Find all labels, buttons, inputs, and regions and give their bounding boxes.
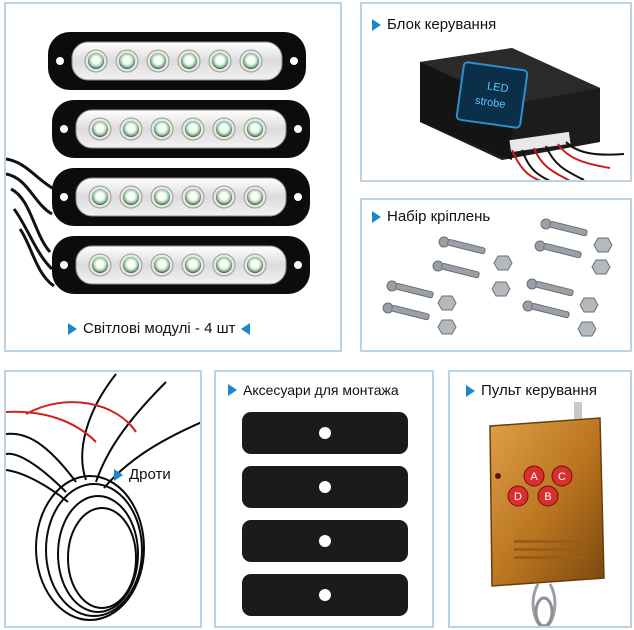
wires-illustration [6,373,200,621]
led-icon [119,253,143,277]
mounting-pad [242,466,408,508]
indicator-led [495,473,501,479]
remote-button-label: C [558,471,566,483]
wires-title: Дроти [129,466,171,483]
remote-button-c[interactable]: C [551,465,573,487]
led-icon [88,117,112,141]
led-icon [150,185,174,209]
remote-title: Пульт керування [481,382,597,399]
mounting-pad [242,520,408,562]
mounting-hole [319,589,331,601]
accessories-caption-row: Аксесуари для монтажа [228,382,399,398]
led-icon [208,49,232,73]
arrow-right-icon [228,384,237,396]
control-unit-title: Блок керування [387,16,497,33]
lights-panel: Світлові модулі - 4 шт [4,2,342,352]
mounting-hole [319,481,331,493]
led-icon [88,253,112,277]
remote-button-label: A [530,471,538,483]
box-label-line2: strobe [474,95,506,111]
light-module [52,168,310,226]
control-unit-caption-row: Блок керування [372,16,496,33]
accessories-panel: Аксесуари для монтажа [214,370,434,628]
remote-button-b[interactable]: B [537,485,559,507]
led-icon [212,117,236,141]
led-icon [212,185,236,209]
lights-caption-row: Світлові модулі - 4 шт [68,320,251,337]
arrow-right-icon [372,18,381,31]
led-icon [119,117,143,141]
led-icon [181,253,205,277]
remote-button-d[interactable]: D [507,485,529,507]
led-icon [150,253,174,277]
arrow-left-icon [241,322,251,335]
led-icon [243,117,267,141]
remote-button-label: D [514,491,522,503]
wires-caption-row: Дроти [114,466,171,483]
led-icon [177,49,201,73]
box-label-line1: LED [486,80,509,95]
led-icon [146,49,170,73]
remote-illustration: A C D B [489,402,605,626]
mounting-pad [242,574,408,616]
mounting-hole [319,535,331,547]
accessories-title: Аксесуари для монтажа [243,382,399,398]
mounting-pad [242,412,408,454]
remote-panel: Пульт керування A C D B [448,370,632,628]
led-icon [181,117,205,141]
remote-caption-row: Пульт керування [466,382,597,399]
light-modules-illustration [6,32,310,294]
fasteners-panel: Набір кріплень [360,198,632,352]
fasteners-illustration [382,218,613,337]
control-box-illustration: LED strobe [420,48,625,180]
light-module [52,100,310,158]
lights-caption: Світлові модулі - 4 шт [83,320,236,337]
remote-button-label: B [544,491,551,503]
arrow-right-icon [114,468,123,481]
remote-button-a[interactable]: A [523,465,545,487]
wires-panel: Дроти [4,370,202,628]
arrow-right-icon [68,322,77,335]
led-icon [212,253,236,277]
mounting-hole [319,427,331,439]
fasteners-title: Набір кріплень [387,208,491,225]
light-module [48,32,306,90]
led-icon [84,49,108,73]
fasteners-caption-row: Набір кріплень [372,208,490,225]
arrow-right-icon [372,210,381,223]
led-icon [119,185,143,209]
control-unit-panel: Блок керування LED strobe [360,2,632,182]
mounting-pads-illustration [242,412,408,616]
light-module [52,236,310,294]
arrow-right-icon [466,384,475,397]
led-icon [115,49,139,73]
led-icon [150,117,174,141]
led-icon [181,185,205,209]
led-icon [239,49,263,73]
led-icon [243,185,267,209]
led-icon [243,253,267,277]
led-icon [88,185,112,209]
